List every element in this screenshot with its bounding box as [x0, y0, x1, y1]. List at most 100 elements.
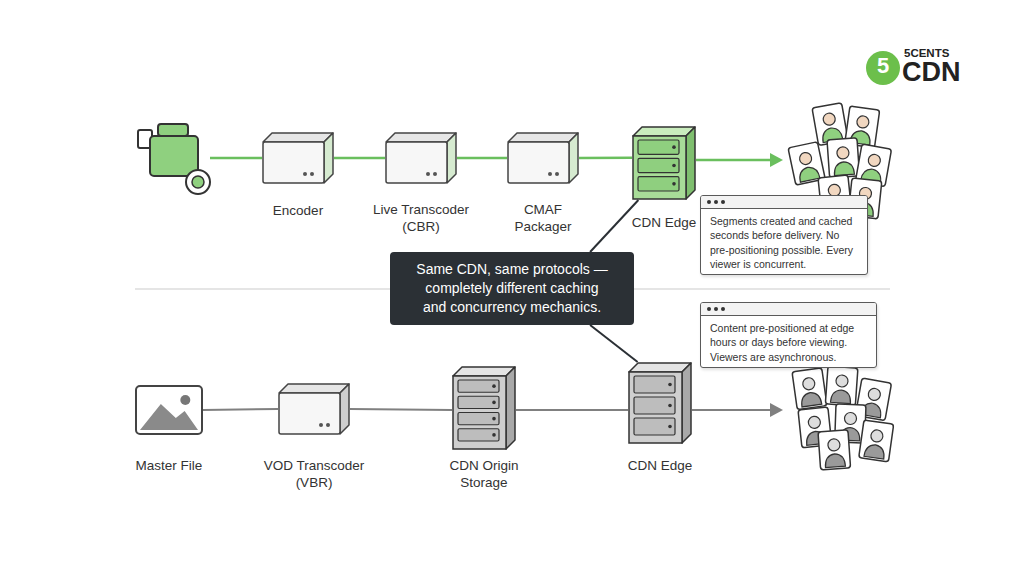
box-led	[303, 172, 307, 176]
server-node: CDN Edge	[632, 126, 696, 200]
logo-circle	[866, 51, 900, 85]
callout-header	[701, 303, 876, 316]
server-led	[672, 182, 676, 186]
server-top	[629, 363, 691, 372]
callout-text: Content pre-positioned at edge hours or …	[701, 316, 876, 368]
delivery-line	[696, 159, 770, 162]
server-node: CDN Origin Storage	[452, 366, 516, 450]
arrow-head	[770, 403, 783, 417]
box-side	[569, 133, 578, 183]
arrow-head	[770, 153, 783, 167]
server-slot	[458, 429, 499, 441]
server-icon	[452, 366, 516, 450]
box-led	[426, 172, 430, 176]
server-slot	[638, 158, 679, 172]
window-dot	[714, 200, 718, 204]
node-label: CDN Origin Storage	[439, 458, 529, 492]
logo-wordmark: CDN	[902, 59, 961, 86]
image-icon	[135, 385, 203, 435]
viewer-group	[792, 366, 894, 470]
note-box: Same CDN, same protocols — completely di…	[390, 252, 634, 325]
flow-connector	[579, 157, 632, 160]
callout-window: Segments created and cached seconds befo…	[700, 195, 868, 275]
viewer-tile	[825, 366, 858, 406]
camera-illustration	[138, 124, 210, 194]
server-led	[492, 384, 496, 388]
process-box: CMAF Packager	[507, 132, 579, 184]
box-top	[279, 384, 349, 393]
box-side	[340, 384, 349, 434]
box-front	[263, 142, 324, 183]
window-dot	[707, 200, 711, 204]
server-led	[668, 404, 672, 408]
server-node: CDN Edge	[628, 362, 692, 444]
process-box: Live Transcoder (CBR)	[385, 132, 457, 184]
box-led	[433, 172, 437, 176]
logo-mark: 5	[866, 55, 900, 77]
server-slot	[638, 177, 679, 191]
server-side	[682, 363, 691, 443]
file-node: Master File	[135, 385, 203, 435]
leader-line	[590, 325, 638, 362]
process-box: Encoder	[262, 132, 334, 184]
server-slot	[458, 380, 499, 392]
box-side	[324, 133, 333, 183]
camera-lens-inner	[192, 176, 204, 188]
box-top	[508, 133, 578, 142]
camera-handle	[158, 124, 188, 136]
box-led	[310, 172, 314, 176]
logo-brand: 5CENTS	[904, 48, 949, 60]
server-front	[633, 136, 686, 199]
box-side	[447, 133, 456, 183]
camera-lens	[186, 170, 210, 194]
node-label: VOD Transcoder (VBR)	[258, 458, 370, 492]
node-label: CMAF Packager	[504, 202, 582, 236]
server-side	[686, 127, 695, 199]
flow-connector	[203, 409, 278, 410]
feed-line	[210, 157, 262, 160]
server-led	[672, 164, 676, 168]
window-dot	[714, 307, 718, 311]
server-side	[506, 367, 515, 449]
flow-connector	[350, 409, 452, 410]
server-led	[668, 383, 672, 387]
box-top	[386, 133, 456, 142]
box-icon	[278, 383, 350, 435]
viewer-tile	[818, 430, 851, 470]
node-label: CDN Edge	[619, 215, 709, 232]
server-led	[492, 401, 496, 405]
box-front	[386, 142, 447, 183]
window-dot	[721, 307, 725, 311]
server-top	[633, 127, 695, 136]
server-slot	[634, 376, 675, 393]
box-icon	[385, 132, 457, 184]
callout-header	[701, 196, 867, 209]
callout-window: Content pre-positioned at edge hours or …	[700, 302, 877, 368]
callout-text: Segments created and cached seconds befo…	[701, 209, 867, 275]
camera-body	[150, 136, 198, 176]
image-mountain	[140, 404, 198, 430]
flow-connector	[457, 157, 507, 160]
window-dot	[721, 200, 725, 204]
server-icon	[632, 126, 696, 200]
box-led	[555, 172, 559, 176]
server-led	[672, 145, 676, 149]
node-label: Live Transcoder (CBR)	[365, 202, 477, 236]
server-led	[492, 433, 496, 437]
box-led	[319, 423, 323, 427]
flow-connector	[334, 157, 385, 160]
server-front	[629, 372, 682, 443]
server-slot	[638, 140, 679, 154]
box-led	[548, 172, 552, 176]
node-label: CDN Edge	[615, 458, 705, 475]
server-front	[453, 376, 506, 449]
flow-connector	[516, 409, 628, 411]
server-led	[492, 417, 496, 421]
server-led	[668, 425, 672, 429]
box-front	[508, 142, 569, 183]
server-slot	[634, 418, 675, 435]
viewer-tile	[792, 368, 827, 410]
box-icon	[262, 132, 334, 184]
